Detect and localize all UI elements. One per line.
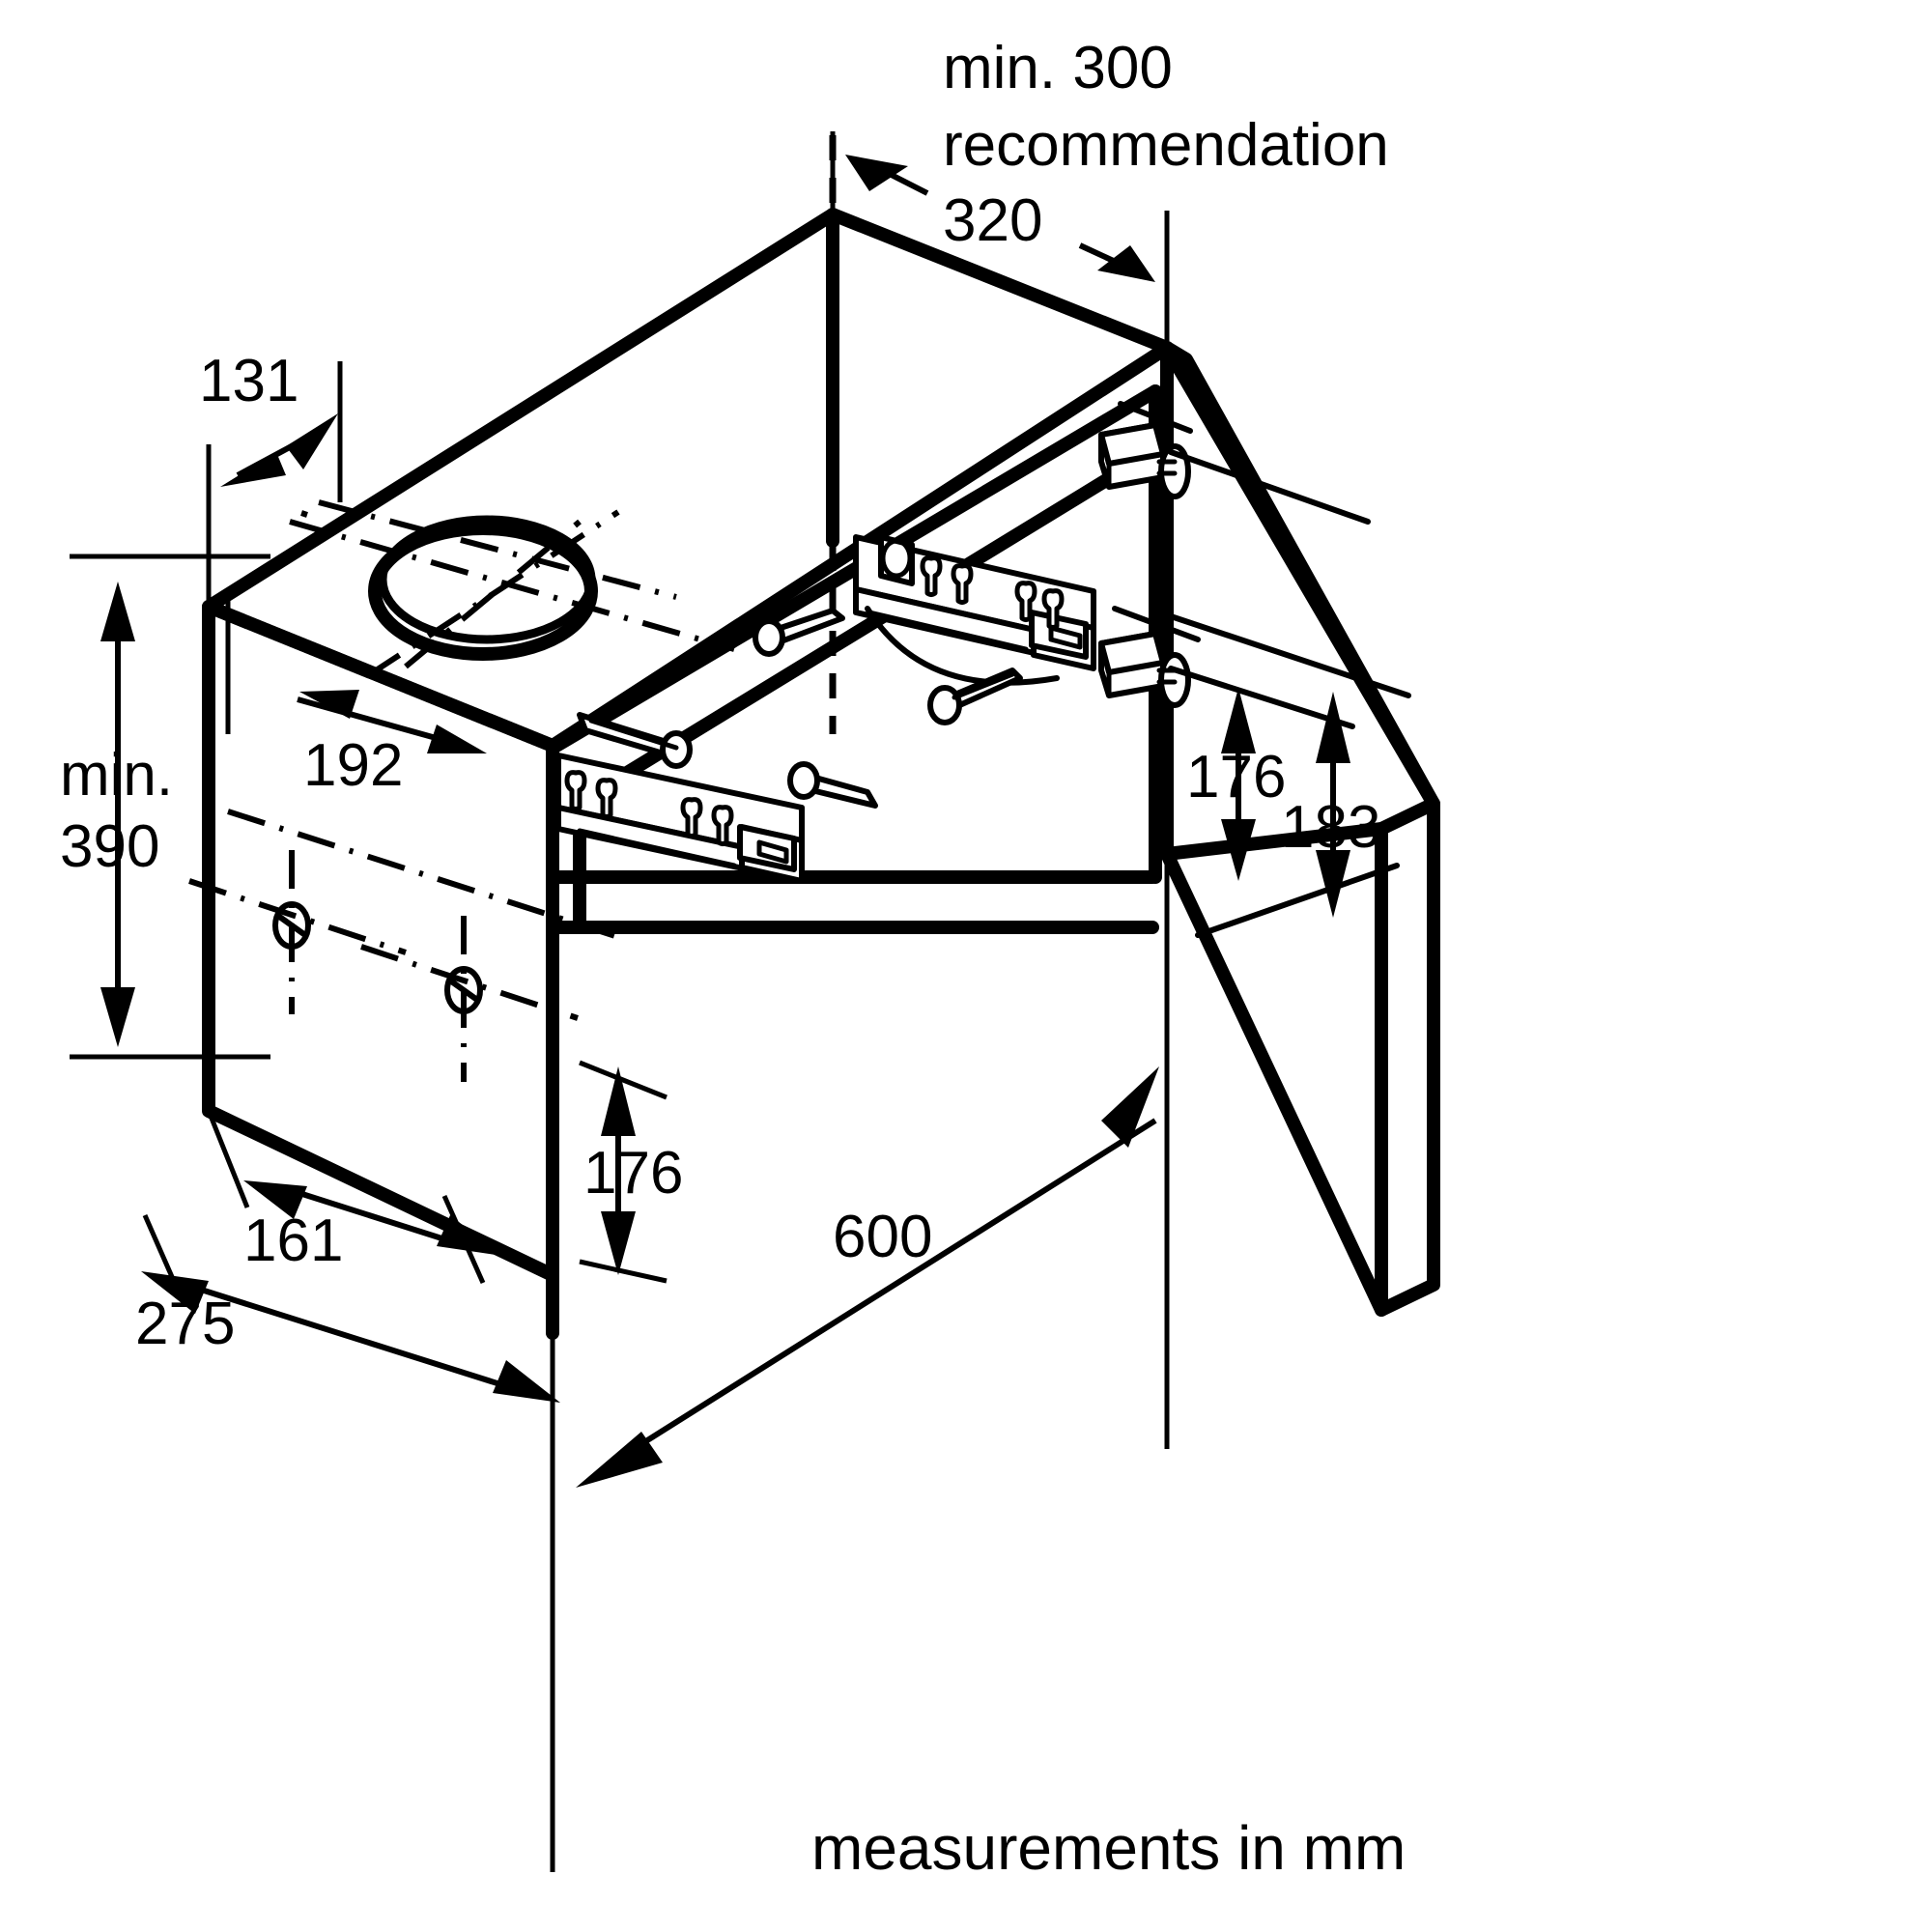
- label-161: 161: [243, 1208, 344, 1274]
- label-192: 192: [303, 732, 404, 799]
- guide-line-lower: [1168, 666, 1355, 729]
- screw-front: [577, 712, 693, 769]
- label-176-left: 176: [583, 1140, 684, 1207]
- dim-176-right: [1221, 688, 1256, 881]
- drill-mark-upper: [188, 850, 407, 1014]
- dim-275: [141, 1213, 560, 1403]
- dim-176-left: [579, 1060, 668, 1284]
- drill-mark-lower: [360, 916, 579, 1082]
- mounting-bracket-rear: [853, 534, 1096, 671]
- wall-plug-block-lower: [1098, 606, 1201, 708]
- label-recommendation-320: 320: [943, 187, 1043, 254]
- caption-measurements: measurements in mm: [811, 1813, 1406, 1883]
- top-panel-centre-lines: [289, 509, 735, 679]
- cable-guide: [865, 606, 1060, 686]
- label-min-300: min. 300: [943, 35, 1173, 101]
- screw-rear: [927, 668, 1023, 725]
- label-275: 275: [135, 1291, 236, 1357]
- dim-183: [1316, 692, 1350, 918]
- dim-192: [225, 599, 487, 753]
- duct-cut-out-circle: [368, 515, 598, 661]
- label-131: 131: [199, 348, 299, 414]
- dim-recommendation-320: [1078, 211, 1170, 348]
- duct-centre-lines: [300, 499, 677, 669]
- label-600: 600: [833, 1204, 933, 1270]
- dim-131: [206, 361, 343, 607]
- label-390: 390: [60, 813, 160, 880]
- cabinet-door: [1160, 341, 1440, 1317]
- label-min-word: min.: [60, 742, 174, 809]
- dim-600: [550, 850, 1170, 1872]
- dim-min-390: [70, 554, 270, 1060]
- label-176-right: 176: [1186, 744, 1287, 810]
- label-183: 183: [1281, 794, 1381, 861]
- dim-161: [206, 1110, 502, 1285]
- mounting-bracket-front: [555, 753, 805, 884]
- guide-line-upper: [1168, 449, 1371, 525]
- guide-line-mid: [1168, 613, 1411, 698]
- dim-min-300: [830, 131, 929, 232]
- guide-line-183: [1195, 863, 1400, 938]
- label-recommendation: recommendation: [943, 112, 1389, 179]
- screw-front-right: [753, 608, 845, 657]
- screw-front-lower: [787, 761, 878, 809]
